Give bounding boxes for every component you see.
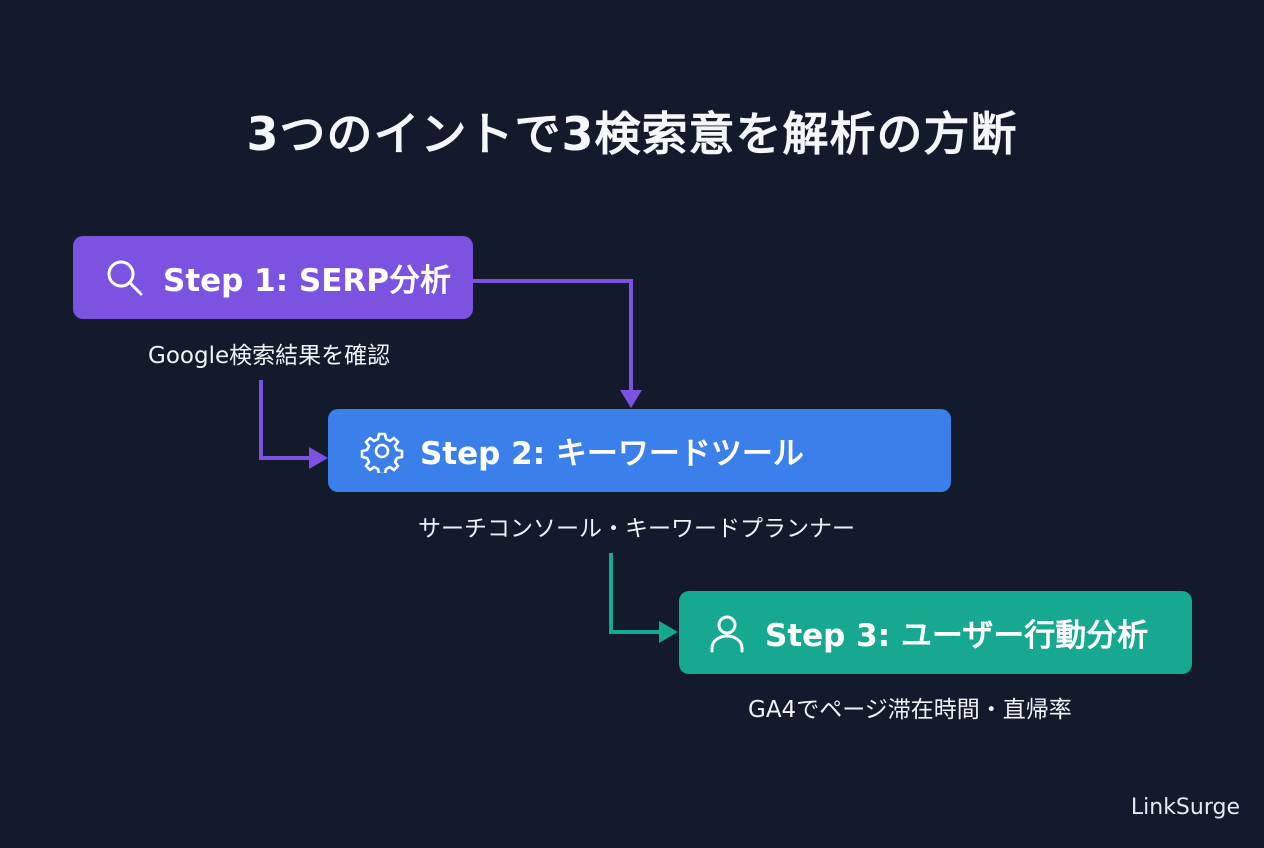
connector-step1-step2-top bbox=[473, 279, 633, 393]
arrow-head-right bbox=[309, 447, 328, 469]
step-2-box: Step 2: キーワードツール bbox=[328, 409, 951, 492]
connector-step1-step2-left bbox=[259, 380, 312, 460]
page-title: 3つのイントで3検索意を解析の方断 bbox=[246, 107, 1018, 161]
connector-step2-step3 bbox=[609, 553, 662, 634]
gear-icon bbox=[360, 432, 404, 473]
step-2-label: Step 2: キーワードツール bbox=[420, 436, 804, 472]
step-3-label: Step 3: ユーザー行動分析 bbox=[765, 618, 1149, 654]
brand-logo-text: LinkSurge bbox=[1130, 795, 1240, 820]
arrow-head-right bbox=[659, 621, 678, 643]
step-1-label: Step 1: SERP分析 bbox=[163, 263, 452, 299]
search-icon bbox=[107, 260, 143, 295]
step-3-box: Step 3: ユーザー行動分析 bbox=[679, 591, 1192, 674]
user-icon bbox=[710, 615, 744, 652]
step-2-description: サーチコンソール・キーワードプランナー bbox=[418, 516, 855, 542]
step-1-description: Google検索結果を確認 bbox=[148, 343, 391, 369]
step-3-description: GA4でページ滞在時間・直帰率 bbox=[748, 697, 1072, 723]
arrow-head-down bbox=[620, 390, 642, 408]
step-1-box: Step 1: SERP分析 bbox=[73, 236, 473, 319]
